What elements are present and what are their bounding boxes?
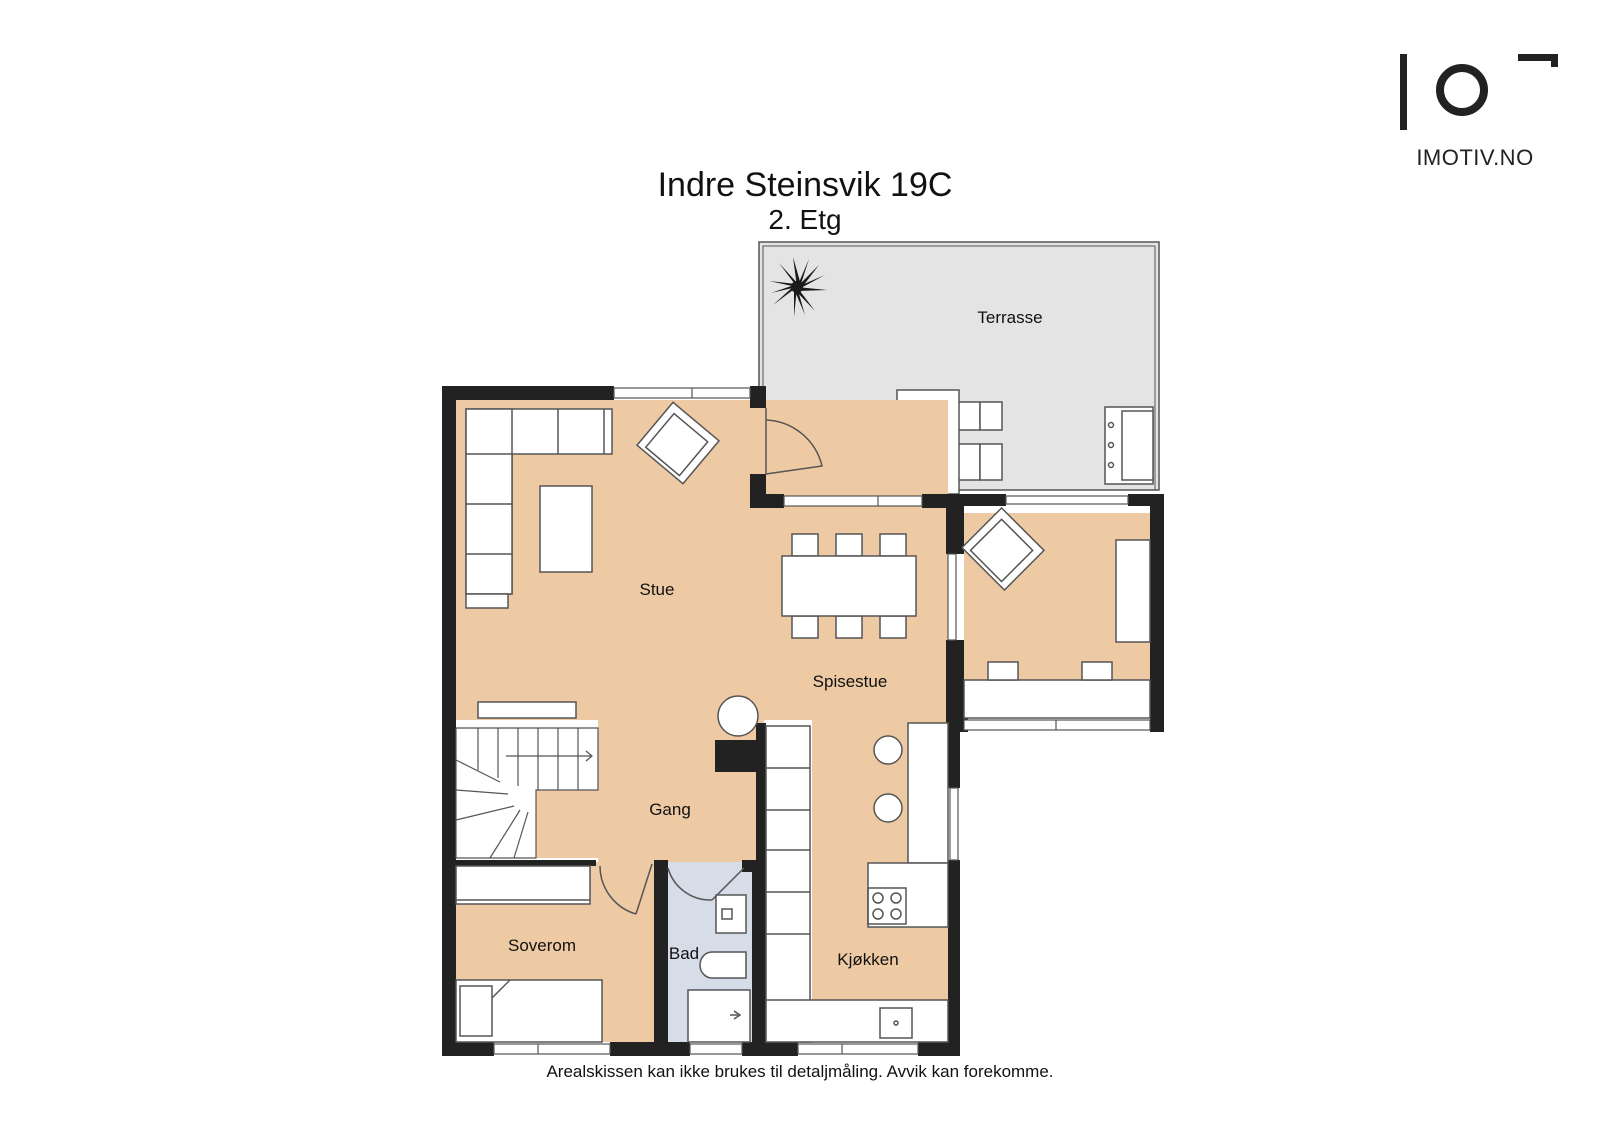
room-label-kjokken: Kjøkken <box>837 950 899 969</box>
windows <box>493 387 1151 1055</box>
walls <box>442 386 1164 1056</box>
hall-bench <box>477 701 577 719</box>
sink-icon <box>879 1007 913 1039</box>
bar-stools <box>873 735 903 823</box>
room-label-bad: Bad <box>668 944 700 963</box>
room-label-terrasse: Terrasse <box>977 308 1043 327</box>
plan-title: Indre Steinsvik 19C <box>657 166 953 204</box>
logo-mark-icon <box>1400 54 1558 130</box>
stove-icon <box>867 887 907 925</box>
disclaimer-text: Arealskissen kan ikke brukes til detaljm… <box>546 1062 1054 1081</box>
bedroom-door <box>599 863 653 915</box>
brand-name: IMOTIV.NO <box>1416 145 1534 170</box>
room-label-spisestue: Spisestue <box>812 672 888 691</box>
hall-round-table <box>717 695 759 737</box>
room-label-stue: Stue <box>639 580 675 599</box>
sunroom-furniture <box>960 506 1151 719</box>
bath-fixtures <box>667 867 751 1043</box>
armchair <box>635 401 721 485</box>
grill-icon <box>1104 406 1154 485</box>
plant-icon <box>769 257 827 317</box>
wardrobe <box>455 865 591 905</box>
coffee-table <box>539 485 593 573</box>
dining-table <box>781 533 917 639</box>
staircase <box>455 727 599 859</box>
terrace-door <box>765 408 823 475</box>
kitchen-units <box>765 722 949 1043</box>
sofa <box>465 408 613 609</box>
room-label-gang: Gang <box>649 800 691 819</box>
room-label-soverom: Soverom <box>507 936 577 955</box>
floor-label: 2. Etg <box>768 204 842 235</box>
bed <box>455 979 603 1043</box>
